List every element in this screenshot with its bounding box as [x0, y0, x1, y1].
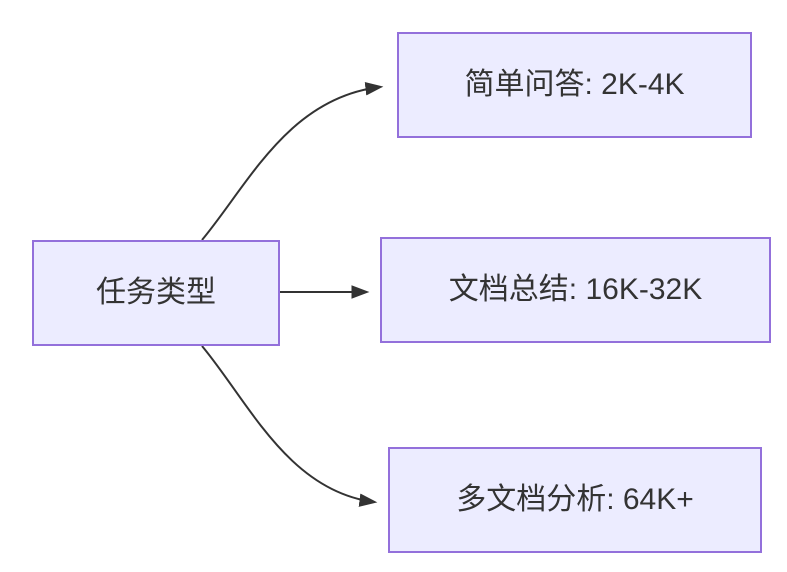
node-doc-summary: 文档总结: 16K-32K: [380, 237, 771, 343]
node-multi-doc: 多文档分析: 64K+: [388, 447, 762, 553]
node-task-type-label: 任务类型: [96, 276, 216, 310]
node-doc-summary-label: 文档总结: 16K-32K: [448, 273, 703, 307]
node-simple-qa: 简单问答: 2K-4K: [397, 32, 752, 138]
node-simple-qa-label: 简单问答: 2K-4K: [464, 68, 685, 102]
edge-root-to-simple-qa: [201, 82, 384, 241]
node-multi-doc-label: 多文档分析: 64K+: [456, 483, 694, 517]
edge-root-to-multi-doc: [201, 345, 378, 507]
node-task-type: 任务类型: [32, 240, 280, 346]
